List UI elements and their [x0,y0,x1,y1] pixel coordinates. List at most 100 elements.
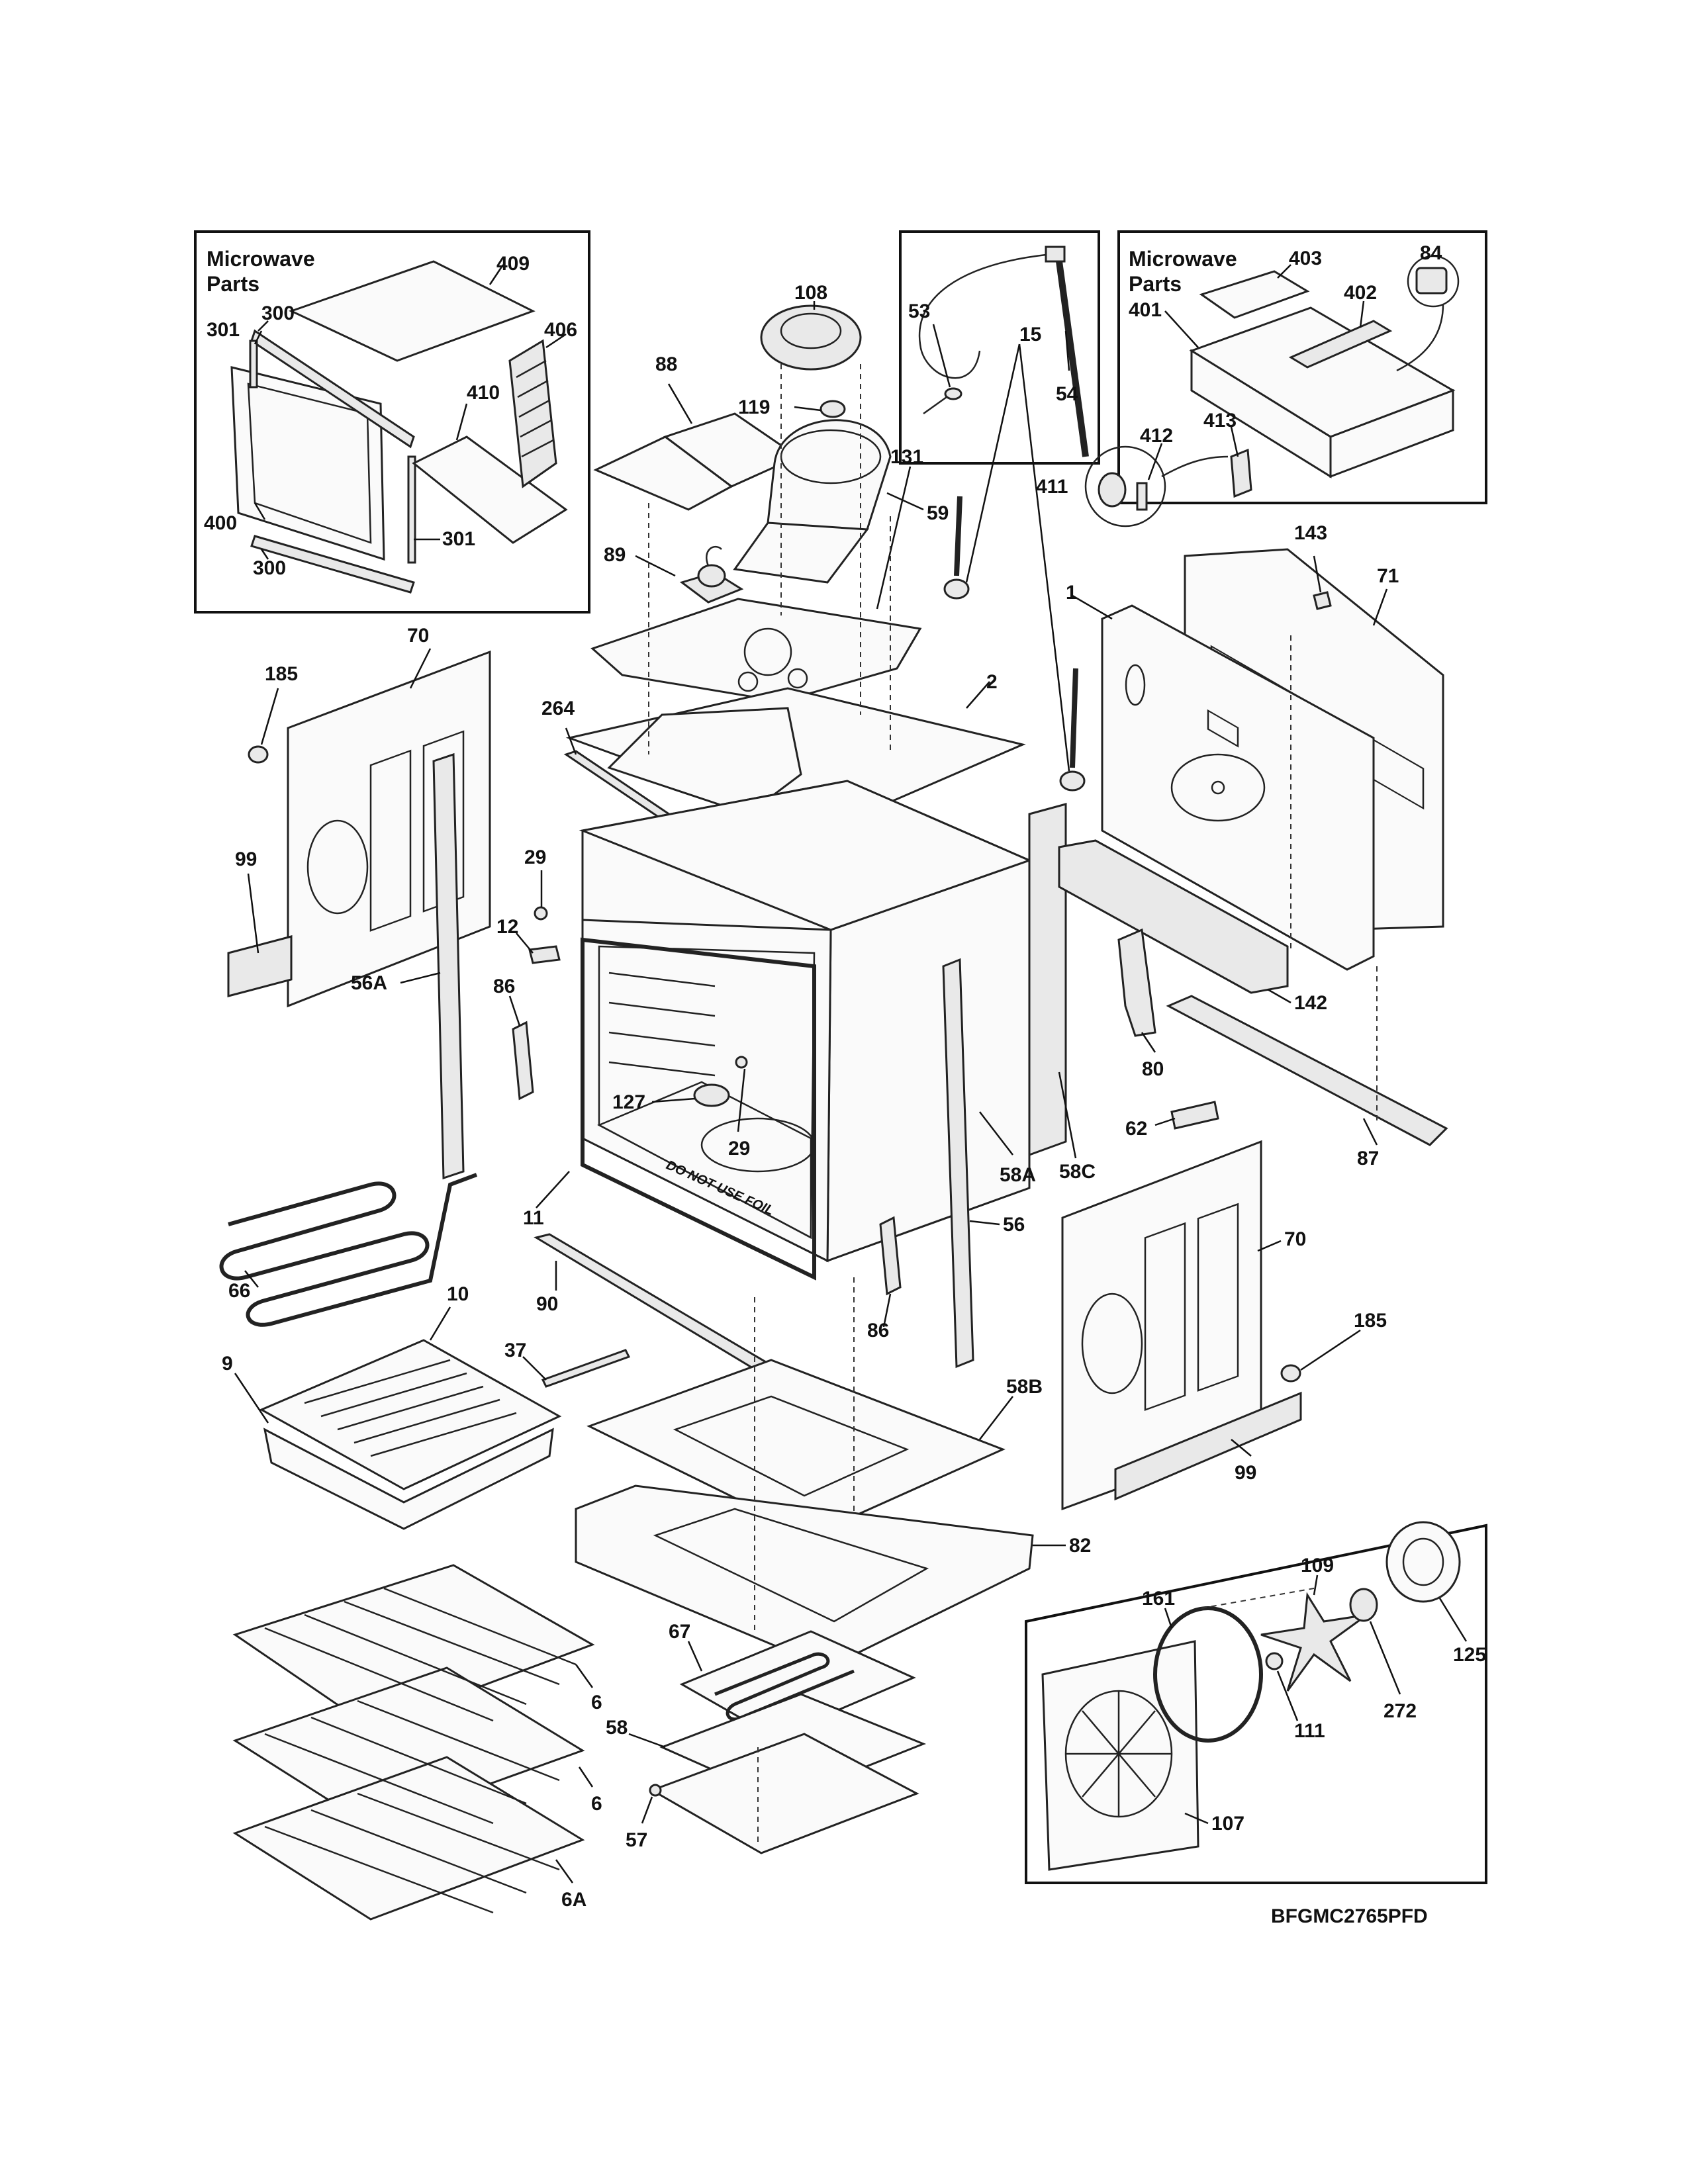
part-58C-shape [1028,803,1067,1157]
part-54-connector [1045,246,1066,263]
callout-90: 90 [536,1293,558,1315]
callout-413: 413 [1203,410,1237,432]
callout-29-lower: 29 [728,1138,750,1160]
callout-82: 82 [1069,1535,1091,1557]
part-409-shape [289,260,536,362]
part-300-bottom-shape [250,535,415,594]
part-403-shape [1199,270,1310,319]
callout-99-right: 99 [1235,1462,1256,1484]
part-1-shape [1101,604,1375,971]
inset-convection-fan: 107 161 109 111 272 125 [1025,1521,1487,1884]
right-side-assembly: 70 185 99 56 86 [867,958,1387,1511]
part-87-shape [1166,995,1448,1146]
callout-88: 88 [655,353,677,375]
part-53-probe [944,387,962,400]
callout-67: 67 [669,1621,690,1643]
callout-6A: 6A [561,1889,586,1911]
callout-403: 403 [1289,248,1322,269]
callout-57: 57 [626,1829,647,1851]
callout-11: 11 [523,1207,544,1229]
bake-element-assembly: 67 58 57 [606,1621,927,1854]
inset-right-title-line1: Microwave [1129,247,1237,271]
callout-66: 66 [228,1280,250,1302]
callout-301-bottom: 301 [442,528,475,550]
part-80-shape [1117,928,1156,1037]
part-99-left-shape [227,935,293,997]
callout-401: 401 [1129,299,1162,321]
part-402-shape [1288,320,1393,369]
callout-410: 410 [467,382,500,404]
inset-microwave-parts-right: Microwave Parts 403 402 84 401 413 412 4… [1036,230,1487,527]
part-29-lower-shape [735,1056,748,1069]
part-272-shape [1349,1588,1378,1622]
part-12-shape [528,945,561,964]
callout-1: 1 [1066,582,1077,604]
callout-127: 127 [612,1091,645,1113]
part-411-shape [1098,472,1127,508]
callout-107: 107 [1211,1813,1244,1835]
part-86-left-shape [512,1021,534,1101]
inset-left-title-line2: Parts [207,272,259,296]
part-185-right-shape [1280,1364,1301,1383]
callout-161: 161 [1142,1588,1175,1610]
callout-15: 15 [1019,324,1041,345]
callout-412: 412 [1140,425,1173,447]
callout-109: 109 [1301,1555,1334,1576]
part-6-middle-shape [232,1666,585,1828]
oven-cavity: DO NOT USE FOIL 11 127 29 58C 58A [523,780,1096,1281]
callout-301-top: 301 [207,319,240,341]
callout-272: 272 [1383,1700,1417,1722]
callout-29-upper: 29 [524,846,546,868]
callout-2: 2 [986,671,998,693]
callout-56: 56 [1003,1214,1025,1236]
bottom-assembly: 90 37 58B 82 [504,1233,1091,1669]
part-119-shape [820,400,846,418]
callout-411: 411 [1036,476,1068,498]
callout-70-left: 70 [407,625,429,647]
right-back-assembly: 71 143 1 142 80 87 62 [1058,522,1448,1169]
callout-143: 143 [1294,522,1327,544]
part-131-shape [590,598,922,703]
callout-142: 142 [1294,992,1327,1014]
inset-sensor: 53 54 [899,230,1100,465]
part-6-top-shape [232,1564,595,1729]
part-127-shape [693,1083,730,1107]
part-6A-shape [232,1756,585,1921]
part-9-shape [263,1428,554,1530]
callout-86-left: 86 [493,976,515,997]
part-300-top-shape [250,329,415,449]
part-37-shape [541,1349,631,1388]
part-53-wire [918,253,1047,379]
callout-58B: 58B [1006,1376,1043,1398]
part-412-shape [1136,482,1148,511]
part-111-shape [1265,1652,1284,1670]
callout-185-left: 185 [265,663,298,685]
part-413-shape [1230,448,1252,498]
callout-300-top: 300 [261,302,295,324]
left-hardware: 29 12 86 [493,846,561,1101]
callout-125: 125 [1453,1644,1486,1666]
part-109-shape [1260,1592,1368,1692]
callout-58A: 58A [1000,1164,1036,1186]
part-400-shape [230,366,385,561]
alignment-lines [648,364,1378,1846]
callout-71: 71 [1377,565,1399,587]
callout-402: 402 [1344,282,1377,304]
part-142-shape [1058,839,1289,994]
part-56-shape [942,958,974,1369]
part-29-upper-shape [534,906,548,921]
callout-89: 89 [604,544,626,566]
callout-9: 9 [222,1353,233,1375]
callout-62: 62 [1125,1118,1147,1140]
diagram-code: BFGMC2765PFD [1271,1905,1428,1927]
part-15-upper-shape [943,578,970,600]
part-56A-shape [432,752,465,1180]
part-15-lower-shape [1059,770,1086,792]
callout-6-top: 6 [591,1692,602,1713]
callout-108: 108 [794,282,827,304]
part-70-left-shape [287,650,491,1008]
part-301-bottom-shape [407,455,416,564]
callout-12: 12 [496,916,518,938]
part-143-shape [1313,591,1332,610]
callout-185-right: 185 [1354,1310,1387,1332]
